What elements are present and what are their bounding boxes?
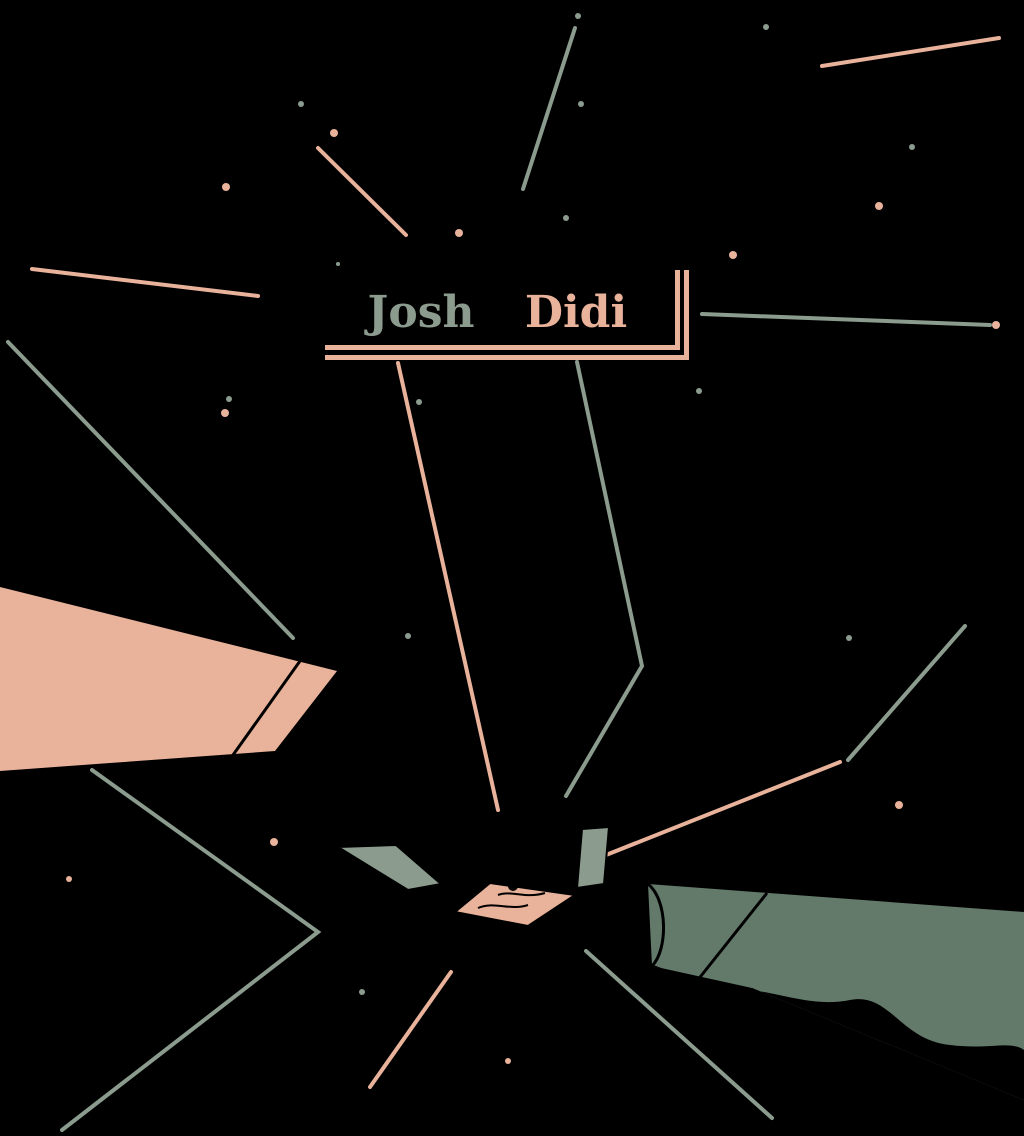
dot bbox=[575, 13, 581, 19]
name-card-frame-bottom bbox=[325, 345, 680, 350]
dot bbox=[763, 24, 769, 30]
burst-line bbox=[6, 340, 295, 640]
burst-lines bbox=[6, 26, 1001, 1132]
dot bbox=[330, 129, 338, 137]
dot bbox=[222, 183, 230, 191]
burst-line bbox=[521, 26, 577, 191]
dot bbox=[221, 409, 229, 417]
dot bbox=[405, 633, 411, 639]
dot bbox=[298, 101, 304, 107]
burst-line bbox=[368, 970, 453, 1089]
burst-line bbox=[820, 36, 1001, 68]
didi-string bbox=[564, 360, 645, 798]
dot bbox=[729, 251, 737, 259]
burst-line bbox=[604, 760, 842, 857]
strings bbox=[396, 360, 645, 812]
name-card-frame-bottom-outer bbox=[325, 355, 689, 360]
left-peach-arm bbox=[0, 587, 337, 771]
dot bbox=[909, 144, 915, 150]
dot bbox=[270, 838, 278, 846]
center-pieces bbox=[334, 825, 611, 928]
scattered-dots bbox=[66, 13, 1000, 1064]
name-card-frame-right bbox=[675, 270, 680, 350]
dot bbox=[226, 396, 232, 402]
josh-string bbox=[396, 361, 500, 812]
dot bbox=[455, 229, 463, 237]
dot bbox=[875, 202, 883, 210]
name-josh: Josh bbox=[364, 287, 475, 338]
dot bbox=[359, 989, 365, 995]
dot bbox=[336, 262, 340, 266]
dot bbox=[846, 635, 852, 641]
green-piece-left bbox=[334, 843, 444, 892]
burst-line bbox=[60, 768, 322, 1132]
name-card: Josh Didi bbox=[325, 270, 689, 360]
burst-line bbox=[316, 146, 408, 237]
burst-line bbox=[30, 267, 260, 298]
dot bbox=[505, 1058, 511, 1064]
name-card-frame-right-outer bbox=[684, 270, 689, 360]
burst-line bbox=[700, 312, 992, 327]
dot bbox=[578, 101, 584, 107]
burst-line bbox=[846, 624, 967, 762]
burst-line bbox=[584, 949, 774, 1120]
dot bbox=[416, 399, 422, 405]
dot bbox=[66, 876, 72, 882]
dot bbox=[895, 801, 903, 809]
dot bbox=[696, 388, 702, 394]
name-didi: Didi bbox=[525, 287, 627, 338]
dot bbox=[992, 321, 1000, 329]
green-piece-right bbox=[575, 825, 611, 890]
peach-piece-dot bbox=[508, 881, 518, 891]
right-green-arm bbox=[646, 882, 1024, 1112]
dot bbox=[563, 215, 569, 221]
